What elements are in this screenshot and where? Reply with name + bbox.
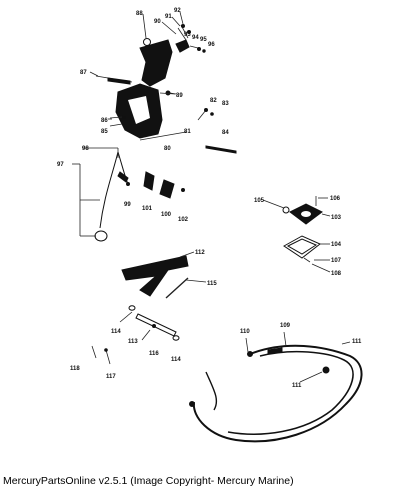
callout-82: 82 xyxy=(210,98,217,104)
callout-81: 81 xyxy=(184,129,191,135)
shaft-fittings xyxy=(128,305,180,341)
callout-97: 97 xyxy=(57,162,64,168)
callout-104: 104 xyxy=(331,242,342,248)
callout-102: 102 xyxy=(178,217,189,223)
callout-109: 109 xyxy=(280,323,291,329)
throttle-cable-linkage xyxy=(94,151,185,242)
callout-99: 99 xyxy=(124,202,131,208)
strap-and-pin xyxy=(121,255,189,299)
callout-labels: 88 92 91 90 93 94 95 96 87 89 82 83 86 8… xyxy=(57,8,362,389)
callout-116: 116 xyxy=(149,351,159,357)
callout-112: 112 xyxy=(195,250,205,256)
callout-87: 87 xyxy=(80,70,87,76)
image-caption: MercuryPartsOnline v2.5.1 (Image Copyrig… xyxy=(3,475,294,487)
callout-90: 90 xyxy=(154,19,161,25)
callout-96: 96 xyxy=(208,42,215,48)
callout-114-lower: 114 xyxy=(171,357,181,363)
main-housing xyxy=(109,83,237,154)
callout-113: 113 xyxy=(128,339,138,345)
callout-80: 80 xyxy=(164,146,171,152)
callout-111-right: 111 xyxy=(352,339,362,345)
callout-106: 106 xyxy=(330,196,341,202)
callout-88: 88 xyxy=(136,11,143,17)
callout-83: 83 xyxy=(222,101,229,107)
callout-100: 100 xyxy=(161,212,172,218)
callout-110: 110 xyxy=(240,329,250,335)
callout-95: 95 xyxy=(200,37,207,43)
callout-98: 98 xyxy=(82,146,89,152)
callout-92: 92 xyxy=(174,8,181,14)
callout-93: 93 xyxy=(184,32,191,38)
callout-89: 89 xyxy=(176,93,183,99)
cable-harness xyxy=(189,344,363,443)
callout-115: 115 xyxy=(207,281,217,287)
callout-84: 84 xyxy=(222,130,229,136)
callout-101: 101 xyxy=(142,206,153,212)
callout-85: 85 xyxy=(101,129,108,135)
callout-105: 105 xyxy=(254,198,265,204)
callout-107: 107 xyxy=(331,258,342,264)
callout-108: 108 xyxy=(331,271,342,277)
callout-114-upper: 114 xyxy=(111,329,121,335)
callout-117: 117 xyxy=(106,374,116,380)
callout-94: 94 xyxy=(192,35,199,41)
callout-91: 91 xyxy=(165,14,172,20)
callout-86: 86 xyxy=(101,118,108,124)
leader-lines xyxy=(72,11,351,383)
callout-103: 103 xyxy=(331,215,342,221)
callout-118: 118 xyxy=(70,366,80,372)
callout-111-lower: 111 xyxy=(292,383,302,389)
gasket-plate-group xyxy=(282,196,323,263)
top-bracket-assembly xyxy=(95,24,206,87)
small-pins xyxy=(91,345,111,365)
